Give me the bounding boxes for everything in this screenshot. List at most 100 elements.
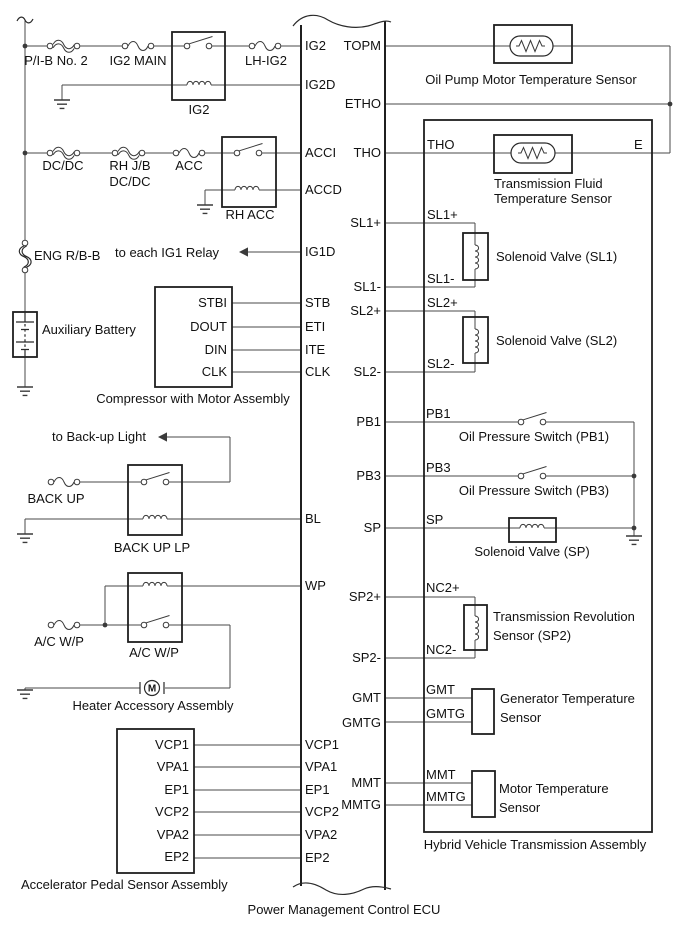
compressor-pin-din: DIN	[205, 342, 227, 357]
compressor-pin-dout: DOUT	[190, 319, 227, 334]
link-engrbb-label: ENG R/B-B	[34, 248, 100, 263]
ecu-pin-sl1p: SL1+	[350, 215, 381, 230]
valve-sl2-label: Solenoid Valve (SL2)	[496, 333, 617, 348]
term-gmt-label: GMT	[426, 682, 455, 697]
valve-sp-label: Solenoid Valve (SP)	[474, 544, 589, 559]
fluid-sensor-box	[493, 134, 573, 174]
ecu-pins-left: IG2 IG2D ACCI ACCD IG1D STB ETI ITE CLK …	[305, 38, 342, 865]
term-gmtg-label: GMTG	[426, 706, 465, 721]
ecu-pin-pb3: PB3	[356, 468, 381, 483]
assembly-label: Hybrid Vehicle Transmission Assembly	[424, 837, 647, 852]
arrows	[158, 247, 248, 442]
ecu-pin-accd: ACCD	[305, 182, 342, 197]
note-ig1-label: to each IG1 Relay	[115, 245, 220, 260]
note-backup-label: to Back-up Light	[52, 429, 146, 444]
compressor-pin-stbi: STBI	[198, 295, 227, 310]
fuse-rhjb-label-2: DC/DC	[109, 174, 150, 189]
relay-rhacc-box	[221, 136, 277, 208]
ecu-pins-right: TOPM ETHO THO SL1+ SL1- SL2+ SL2- PB1 PB…	[341, 38, 381, 812]
accel-pin-vpa1: VPA1	[157, 759, 189, 774]
term-sl2m-label: SL2-	[427, 356, 454, 371]
oil-pump-sensor-box	[493, 24, 573, 64]
ecu-pin-ig2: IG2	[305, 38, 326, 53]
term-pb3-label: PB3	[426, 460, 451, 475]
ecu-pin-ig1d: IG1D	[305, 244, 335, 259]
gen-temp-sensor-box	[471, 688, 495, 735]
term-nc2p-label: NC2+	[426, 580, 460, 595]
ecu-pin-sp2m: SP2-	[352, 650, 381, 665]
ecu-pin-vpa1: VPA1	[305, 759, 337, 774]
left-labels: P/I-B No. 2 IG2 MAIN LH-IG2 IG2 DC/DC RH…	[21, 53, 290, 892]
wires-left	[24, 20, 301, 859]
accel-pin-vcp2: VCP2	[155, 804, 189, 819]
fuse-lhig2-label: LH-IG2	[245, 53, 287, 68]
ecu-pin-etho: ETHO	[345, 96, 381, 111]
wire-break-mark	[16, 16, 34, 24]
accel-pin-ep1: EP1	[164, 782, 189, 797]
term-sl2p-label: SL2+	[427, 295, 458, 310]
relay-ig2-label: IG2	[189, 102, 210, 117]
ecu-pin-sp2p: SP2+	[349, 589, 381, 604]
fuse-acc-label: ACC	[175, 158, 202, 173]
solenoid-sl1-box	[462, 232, 489, 281]
ecu-pin-vcp1: VCP1	[305, 737, 339, 752]
motor-letter: M	[148, 684, 156, 695]
compressor-pin-clk: CLK	[202, 364, 228, 379]
heater-label: Heater Accessory Assembly	[72, 698, 234, 713]
battery-label: Auxiliary Battery	[42, 322, 136, 337]
term-sl1m-label: SL1-	[427, 271, 454, 286]
ecu-pin-mmt: MMT	[351, 775, 381, 790]
ecu-pin-clk: CLK	[305, 364, 331, 379]
term-pb1-label: PB1	[426, 406, 451, 421]
ecu-pin-stb: STB	[305, 295, 330, 310]
fuse-ig2main-label: IG2 MAIN	[109, 53, 166, 68]
ecu-pin-pb1: PB1	[356, 414, 381, 429]
ecu-pin-gmt: GMT	[352, 690, 381, 705]
ecu-pin-vpa2: VPA2	[305, 827, 337, 842]
fuse-acwp-label: A/C W/P	[34, 634, 84, 649]
term-nc2m-label: NC2-	[426, 642, 456, 657]
rev-sensor-label-2: Sensor (SP2)	[493, 628, 571, 643]
accel-pin-ep2: EP2	[164, 849, 189, 864]
ecu-pin-sl2p: SL2+	[350, 303, 381, 318]
term-mmtg-label: MMTG	[426, 789, 466, 804]
eng-rbb-link	[18, 239, 32, 274]
ecu-pin-vcp2: VCP2	[305, 804, 339, 819]
ecu-label: Power Management Control ECU	[248, 902, 441, 917]
relay-rhacc-label: RH ACC	[225, 207, 274, 222]
compressor-label: Compressor with Motor Assembly	[96, 391, 290, 406]
ecu-pin-wp: WP	[305, 578, 326, 593]
fuse-backup-label: BACK UP	[27, 491, 84, 506]
valve-sl1-label: Solenoid Valve (SL1)	[496, 249, 617, 264]
gen-sensor-label-2: Sensor	[500, 710, 542, 725]
fuse-dcdc-label: DC/DC	[42, 158, 83, 173]
term-tho-label: THO	[427, 137, 454, 152]
relay-acwp-label: A/C W/P	[129, 645, 179, 660]
term-e-label: E	[634, 137, 643, 152]
ecu-body	[292, 14, 392, 895]
relay-backuplp-label: BACK UP LP	[114, 540, 190, 555]
rev-sensor-sp2-box	[463, 604, 488, 651]
ecu-pin-ep1: EP1	[305, 782, 330, 797]
gen-sensor-label-1: Generator Temperature	[500, 691, 635, 706]
fuse-pib-label: P/I-B No. 2	[24, 53, 88, 68]
term-sp-label: SP	[426, 512, 443, 527]
ecu-pin-ep2: EP2	[305, 850, 330, 865]
accel-pin-vpa2: VPA2	[157, 827, 189, 842]
ecu-pin-ite: ITE	[305, 342, 326, 357]
compressor-box	[154, 286, 233, 388]
ecu-pin-sl1m: SL1-	[354, 279, 381, 294]
term-sl1p-label: SL1+	[427, 207, 458, 222]
ecu-break-bottom	[292, 882, 392, 895]
motor-sensor-label-2: Sensor	[499, 800, 541, 815]
accel-pedal-box	[116, 728, 195, 874]
oil-pump-sensor-label: Oil Pump Motor Temperature Sensor	[425, 72, 637, 87]
fluid-sensor-label-1: Transmission Fluid	[494, 176, 603, 191]
accel-label: Accelerator Pedal Sensor Assembly	[21, 877, 228, 892]
motor-sensor-label-1: Motor Temperature	[499, 781, 609, 796]
switch-pb3-label: Oil Pressure Switch (PB3)	[459, 483, 609, 498]
accel-pin-vcp1: VCP1	[155, 737, 189, 752]
fluid-sensor-label-2: Temperature Sensor	[494, 191, 612, 206]
